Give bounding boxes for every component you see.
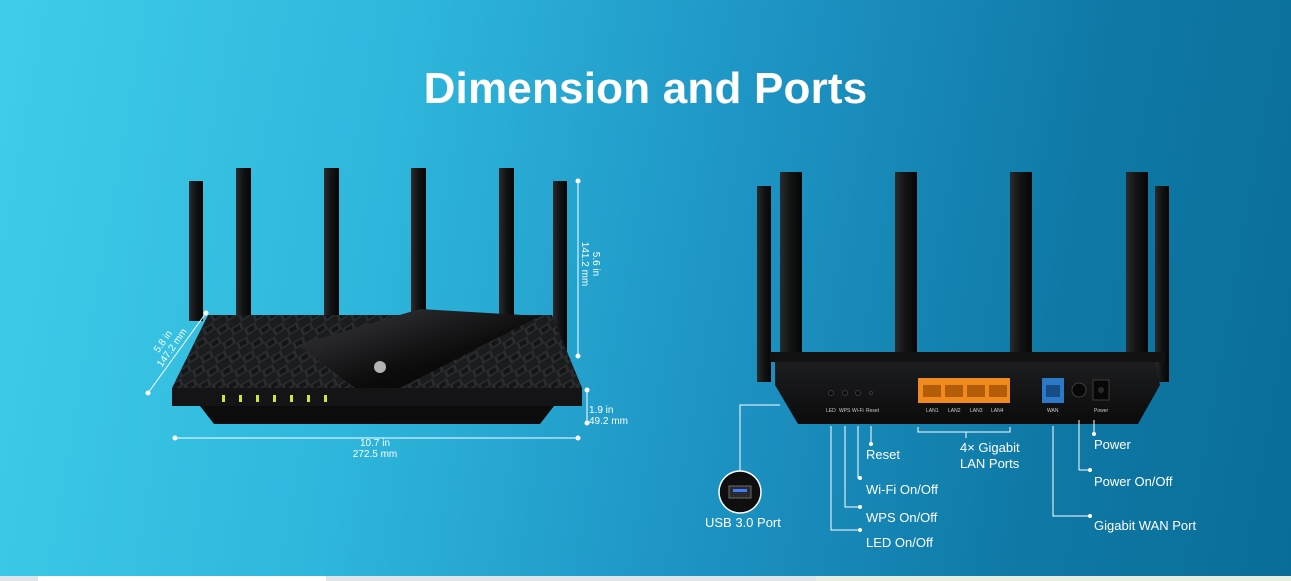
label-lan2: LAN2 [948,408,961,414]
label-lan1: LAN1 [926,408,939,414]
page-title: Dimension and Ports [423,64,868,113]
callout-usb: USB 3.0 Port [705,515,781,530]
antenna [1126,172,1148,387]
label-reset: Reset [866,408,880,414]
wan-port [1042,378,1064,403]
front-router [145,168,590,441]
antenna [189,181,203,321]
label-led: LED [826,408,836,414]
label-lan4: LAN4 [991,408,1004,414]
callout-power: Power [1094,437,1131,452]
rear-router: LED WPS Wi-Fi Reset LAN1 LAN2 LAN3 LAN4 … [718,172,1169,532]
callout-wps: WPS On/Off [866,510,938,525]
callout-dots [858,432,1096,532]
body-height-label: 1.9 in 49.2 mm [589,405,628,427]
antenna [499,168,514,318]
callout-lines [739,404,1095,531]
antenna [895,172,917,387]
antenna [236,168,251,318]
label-wifi: Wi-Fi [852,408,864,414]
glossy-panel [298,309,540,388]
bottom-strip [0,576,1291,581]
label-wps: WPS [839,408,851,414]
callout-led: LED On/Off [866,535,933,550]
antenna [324,168,339,318]
dimension-lines [145,178,590,441]
antenna [757,186,771,382]
router-base [200,406,554,424]
power-button [1071,382,1087,398]
front-panel [172,388,582,406]
label-wan: WAN [1047,408,1059,414]
rear-buttons [828,390,873,396]
logo-icon [374,361,386,373]
callout-reset: Reset [866,447,900,462]
antenna [553,181,567,361]
rear-top-edge [770,352,1165,362]
label-lan3: LAN3 [970,408,983,414]
width-label: 10.7 in 272.5 mm [352,438,398,460]
lan-ports [918,378,1010,403]
antenna-height-label: 5.6 in 141.2 mm [579,241,601,287]
antenna [411,168,426,318]
callout-wifi: Wi-Fi On/Off [866,482,938,497]
callout-wan: Gigabit WAN Port [1094,518,1197,533]
antenna [1155,186,1169,382]
rear-small-labels: LED WPS Wi-Fi Reset LAN1 LAN2 LAN3 LAN4 … [826,408,1109,414]
front-leds [222,395,327,402]
antenna [780,172,802,387]
callout-lan: 4× Gigabit LAN Ports [960,440,1020,471]
label-power: Power [1094,408,1109,414]
callout-power-onoff: Power On/Off [1094,474,1173,489]
antenna [1010,172,1032,387]
